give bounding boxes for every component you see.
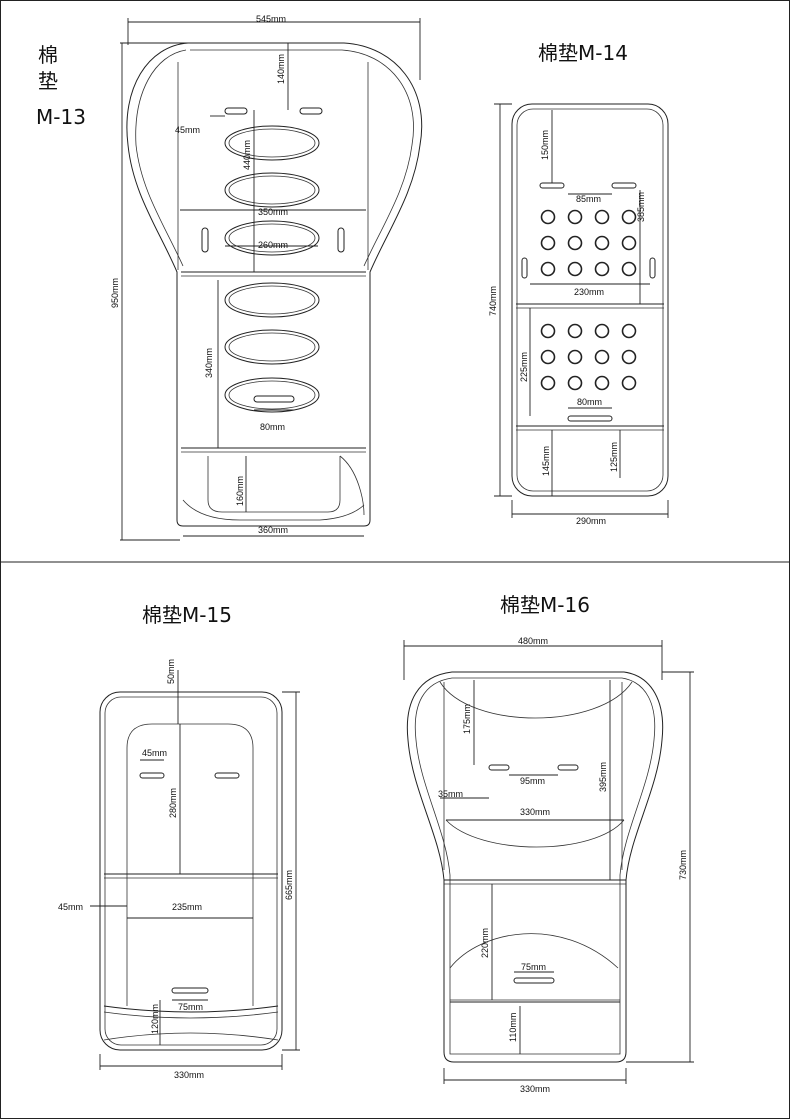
m16-dim-top-slot: 175mm — [462, 704, 472, 734]
m14-dim-lower-slot: 80mm — [577, 397, 602, 407]
m16-dim-total-height: 730mm — [678, 850, 688, 880]
m14-outline — [511, 103, 669, 497]
m13-title-line2: 垫 — [38, 69, 58, 93]
m16-dim-upper-height: 395mm — [598, 762, 608, 792]
m16-dim-width: 480mm — [518, 636, 548, 646]
m15-title: 棉垫M-15 — [142, 603, 232, 627]
m13-dim-upper-height: 440mm — [242, 140, 252, 170]
m14-dim-width: 290mm — [576, 516, 606, 526]
m14-dim-slot-gap: 85mm — [576, 194, 601, 204]
m13-title-line3: M-13 — [36, 105, 86, 129]
m16-title: 棉垫M-16 — [500, 593, 590, 617]
panel-m15: 棉垫M-15 50mm 45mm 280mm 665mm 45mm 235mm — [58, 603, 300, 1080]
m15-dim-side-offset: 45mm — [58, 902, 83, 912]
m13-outline — [126, 42, 423, 527]
m14-lower-holes — [540, 323, 637, 391]
m14-dim-top-slot: 150mm — [540, 130, 550, 160]
m13-dim-mid-height: 340mm — [204, 348, 214, 378]
m16-dim-foot-width: 330mm — [520, 1084, 550, 1094]
panel-m14: 棉垫M-14 — [488, 41, 669, 526]
m13-dim-slot-offset: 45mm — [175, 125, 200, 135]
m13-dim-width: 545mm — [256, 14, 286, 24]
m16-dim-lower-slot: 75mm — [521, 962, 546, 972]
m13-dim-total-height: 950mm — [110, 278, 120, 308]
m15-dim-inner-width: 235mm — [172, 902, 202, 912]
m16-dim-foot-height: 110mm — [508, 1013, 518, 1042]
m14-dim-total-height: 740mm — [488, 286, 498, 316]
m16-outline — [406, 671, 664, 1063]
m14-dim-mid-height: 225mm — [519, 352, 529, 382]
m15-dim-foot-height: 120mm — [150, 1004, 160, 1034]
m15-dim-lower-slot: 75mm — [178, 1002, 203, 1012]
m13-title-line1: 棉 — [38, 43, 58, 67]
m13-dim-lower-slot: 80mm — [260, 422, 285, 432]
m14-dim-upper-height: 385mm — [636, 192, 646, 222]
m14-dim-foot-inner: 125mm — [609, 442, 619, 472]
m16-dim-slot-offset: 35mm — [438, 789, 463, 799]
panel-m16: 棉垫M-16 480mm 175mm 95mm 3 — [403, 593, 694, 1094]
m13-dim-top-slot: 140mm — [276, 54, 286, 84]
panel-m13: 棉 垫 M-13 — [36, 14, 423, 541]
m15-dim-slot-offset: 45mm — [142, 748, 167, 758]
m16-dim-slot-gap: 95mm — [520, 776, 545, 786]
m13-dim-oval-span: 260mm — [258, 240, 288, 250]
m15-dim-top: 50mm — [166, 659, 176, 684]
m13-dim-slot-span: 350mm — [258, 207, 288, 217]
m14-dim-foot-height: 145mm — [541, 446, 551, 476]
m16-dim-mid-height: 220mm — [480, 928, 490, 958]
m13-dim-foot-width: 360mm — [258, 525, 288, 535]
m15-dim-width: 330mm — [174, 1070, 204, 1080]
m15-dim-total-height: 665mm — [284, 870, 294, 900]
m14-upper-holes — [540, 209, 637, 277]
m13-dim-foot-height: 160mm — [235, 476, 245, 506]
m15-dim-upper-height: 280mm — [168, 788, 178, 818]
m15-outline — [99, 691, 283, 1051]
m13-outline-inner — [190, 49, 414, 267]
m16-dim-inner-width: 330mm — [520, 807, 550, 817]
m14-title: 棉垫M-14 — [538, 41, 628, 65]
m14-dim-slot-span: 230mm — [574, 287, 604, 297]
